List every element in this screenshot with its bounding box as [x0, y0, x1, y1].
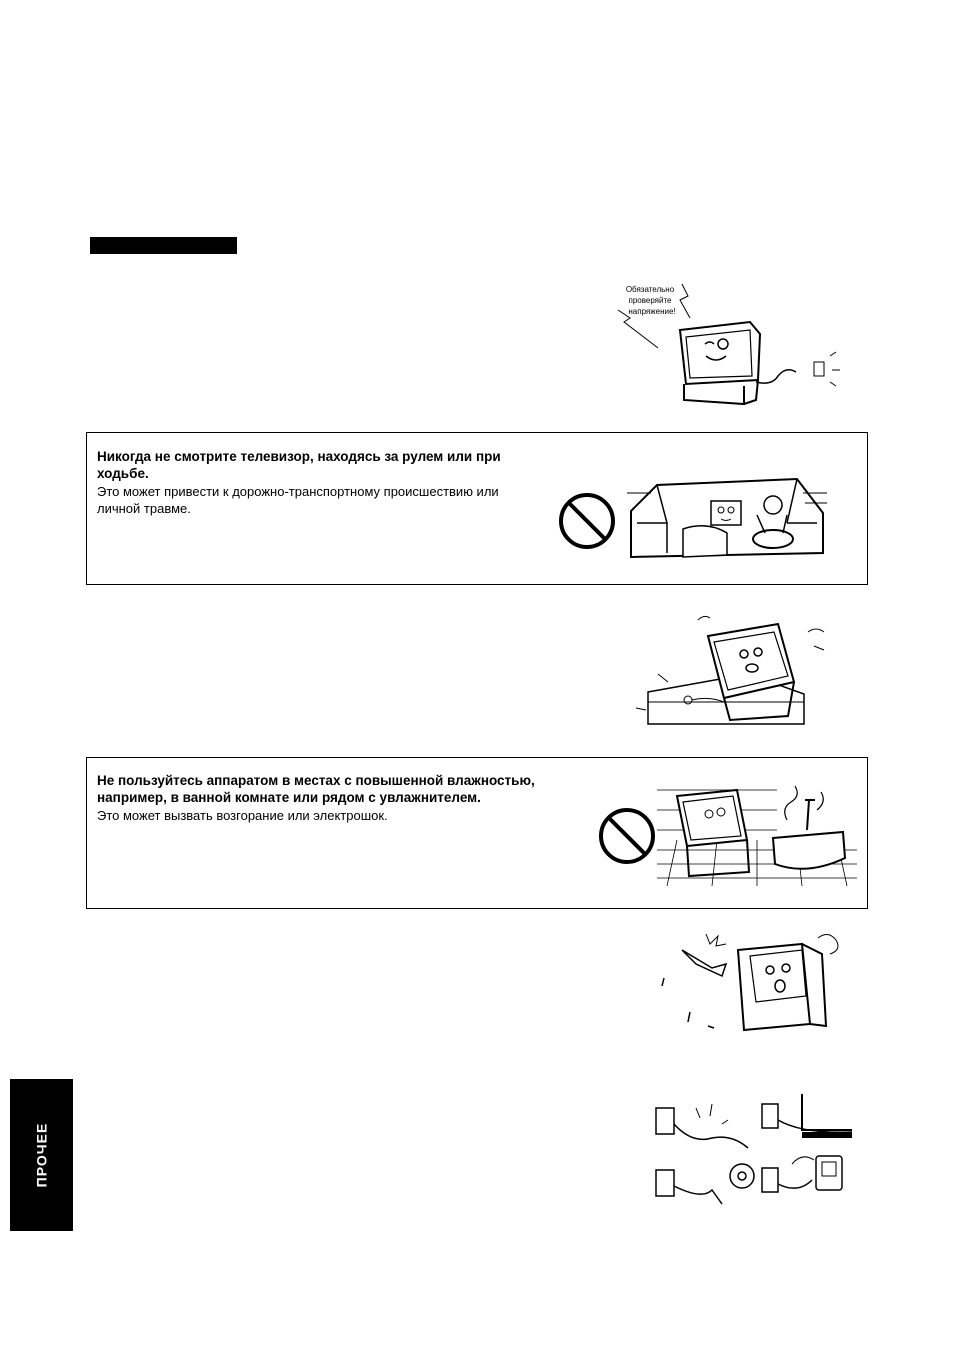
warning-driving-title-line1: Никогда не смотрите телевизор, находясь …: [97, 449, 501, 464]
section-heading-bar: [90, 237, 237, 254]
warning-humidity-title-line1: Не пользуйтесь аппаратом в местах с повы…: [97, 773, 535, 788]
warning-driving-title-line2: ходьбе.: [97, 466, 149, 481]
speech-line-3: напряжение!: [628, 307, 675, 316]
speech-line-2: проверяйте: [628, 296, 672, 305]
impact-tv-illustration: [661, 933, 839, 1032]
warning-driving-text-line1: Это может привести к дорожно-транспортно…: [97, 484, 499, 499]
side-tab-label: ПРОЧЕЕ: [33, 1122, 50, 1188]
unstable-tv-illustration: [635, 615, 825, 725]
car-driving-illustration: [627, 477, 827, 559]
warning-driving-text-line2: личной травме.: [97, 501, 191, 516]
bathroom-humidity-illustration: [657, 785, 857, 886]
voltage-check-illustration: Обязательно проверяйте напряжение!: [617, 283, 840, 406]
warning-box-humidity: Не пользуйтесь аппаратом в местах с повы…: [86, 757, 868, 909]
prohibition-icon: [599, 808, 655, 864]
side-tab: ПРОЧЕЕ: [10, 1079, 73, 1231]
speech-line-1: Обязательно: [626, 285, 675, 294]
warning-humidity-text-line1: Это может вызвать возгорание или электро…: [97, 808, 388, 823]
warning-box-driving: Никогда не смотрите телевизор, находясь …: [86, 432, 868, 585]
power-cord-hazards-illustration: [655, 1094, 852, 1205]
prohibition-icon: [559, 493, 615, 549]
warning-humidity-title-line2: например, в ванной комнате или рядом с у…: [97, 790, 481, 805]
